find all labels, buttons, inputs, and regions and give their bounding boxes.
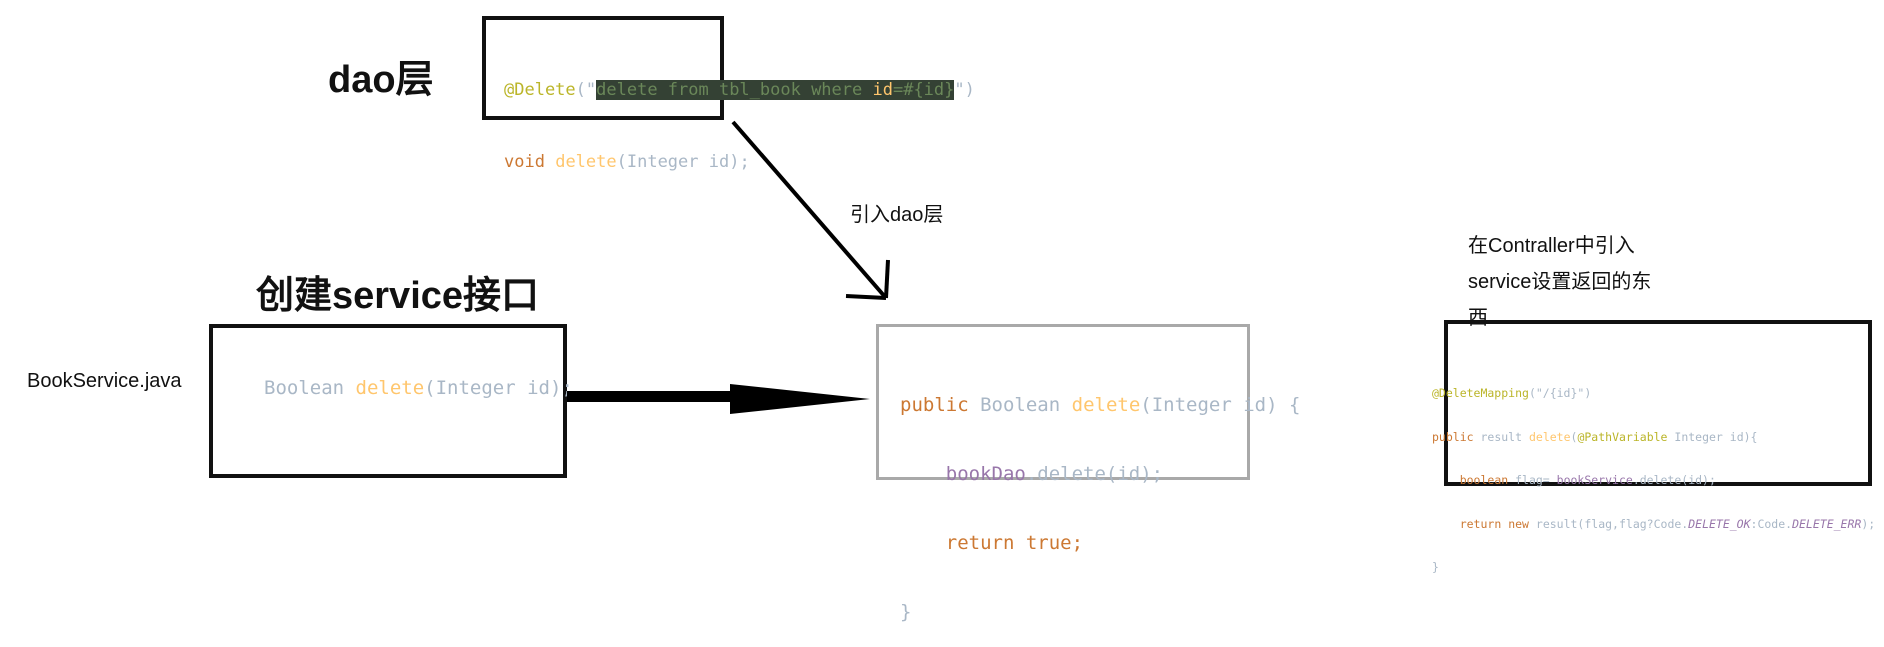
arrow-service-to-impl-icon [567, 384, 870, 414]
dao-code-line-1: @Delete("delete from tbl_book where id=#… [504, 80, 975, 100]
service-impl-box [876, 324, 1250, 480]
controller-note-line-1: 在Contraller中引入 [1468, 235, 1635, 257]
arrow-dao-to-impl-icon [731, 120, 890, 300]
service-interface-box [209, 324, 567, 478]
controller-line-5: } [1432, 560, 1439, 574]
controller-line-1: @DeleteMapping("/{id}") [1432, 386, 1592, 400]
impl-line-3: return true; [945, 532, 1084, 554]
import-dao-label: 引入dao层 [850, 204, 944, 226]
dao-code: @Delete("delete from tbl_book where id=#… [504, 30, 975, 198]
dao-layer-heading: dao层 [328, 59, 434, 101]
controller-line-4: return new result(flag,flag?Code.DELETE_… [1459, 516, 1876, 531]
impl-line-4: } [900, 601, 912, 623]
controller-line-3: boolean flag= bookService.delete(id); [1459, 473, 1716, 487]
controller-line-2: public result delete(@PathVariable Integ… [1432, 429, 1758, 444]
controller-note-line-2: service设置返回的东 [1468, 271, 1652, 293]
book-service-file-label: BookService.java [27, 370, 182, 392]
controller-code-box [1444, 320, 1872, 486]
sql-highlight: delete from tbl_book where [596, 80, 873, 100]
impl-line-2: bookDao.delete(id); [945, 463, 1164, 485]
dao-code-box [482, 16, 724, 120]
impl-line-1: public Boolean delete(Integer id) { [900, 394, 1301, 416]
delete-annotation: @Delete [504, 80, 576, 100]
service-interface-heading: 创建service接口 [256, 275, 540, 317]
arrows-layer [567, 120, 890, 414]
dao-code-line-2: void delete(Integer id); [504, 152, 750, 172]
service-interface-code: Boolean delete(Integer id); [264, 377, 573, 399]
